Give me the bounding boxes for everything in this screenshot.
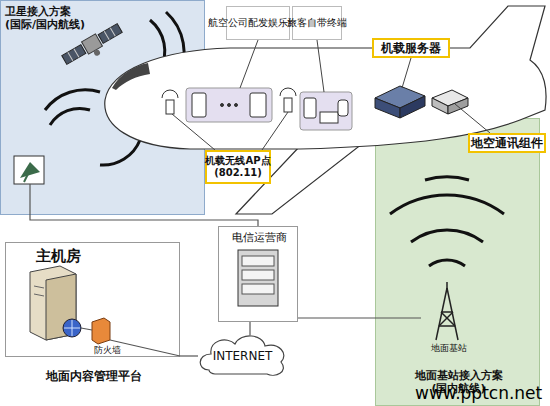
node-text: 主机房 bbox=[36, 247, 136, 265]
device-icons bbox=[192, 93, 348, 123]
operator-box: 电信运营商 bbox=[218, 226, 298, 322]
internet-cloud: INTERNET bbox=[195, 330, 290, 380]
label-box: 旅客自带终端 bbox=[292, 6, 342, 40]
label-box: 航空公司配发娱乐终端 bbox=[226, 6, 290, 40]
base-station: 地面基站 bbox=[421, 286, 476, 356]
terminal-panel bbox=[300, 92, 352, 130]
callout-box: 地空通讯组件 bbox=[468, 133, 546, 153]
connector-line bbox=[30, 215, 258, 226]
firewall-label: 防火墙 bbox=[94, 345, 121, 356]
node-subtext: 地面内容管理平台 bbox=[46, 369, 196, 383]
node-text: INTERNET bbox=[195, 349, 290, 363]
server-icon bbox=[375, 86, 425, 118]
node-text: 旅客自带终端 bbox=[285, 17, 349, 29]
watermark: www.pptcn.net bbox=[415, 383, 542, 403]
satellite-region: 卫星接入方案 (国际/国内航线) bbox=[0, 0, 205, 215]
node-text: 卫星接入方案 (国际/国内航线) bbox=[5, 5, 101, 31]
callout-box: 机载服务器 bbox=[372, 38, 450, 58]
node-text: 机载服务器 bbox=[379, 41, 443, 55]
node-text: 机载无线AP点 (802.11) bbox=[203, 155, 272, 179]
operator-server-icon bbox=[238, 250, 278, 306]
host-server-icon bbox=[30, 266, 81, 340]
comm-unit-icon bbox=[432, 90, 468, 114]
connector-line bbox=[180, 355, 198, 356]
node-text: 地面基站 bbox=[421, 343, 476, 354]
node-text: 地空通讯组件 bbox=[469, 136, 545, 150]
firewall-icon bbox=[81, 318, 180, 356]
ground-region: 地面基站接入方案 (国内航线)地面基站 bbox=[375, 118, 540, 406]
node-text: 电信运营商 bbox=[219, 231, 299, 244]
callout-box: 机载无线AP点 (802.11) bbox=[205, 150, 271, 184]
host-room-box: 主机房地面内容管理平台 bbox=[5, 242, 180, 357]
connector-line bbox=[249, 322, 250, 335]
